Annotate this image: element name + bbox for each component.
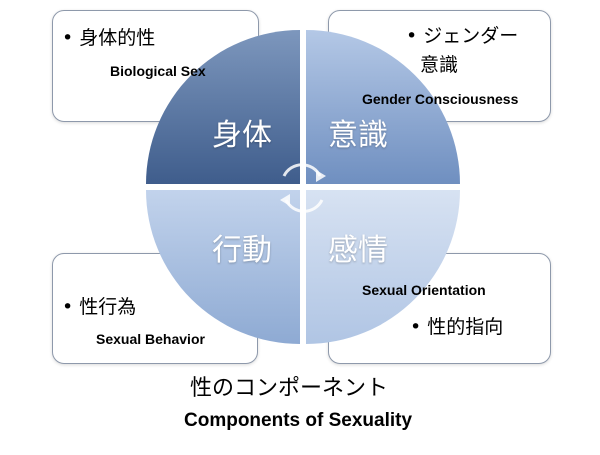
sexual-behavior-jp: • 性行為 [62,296,137,318]
caption-en: Components of Sexuality [184,410,413,431]
sexual-orientation-jp: • 性的指向 [410,316,504,338]
biological-sex-en: Biological Sex [110,63,206,79]
sexual-behavior-en: Sexual Behavior [96,331,205,347]
quadrant-bottom-left [146,190,300,344]
quadrant-top-right [306,30,460,184]
quadrant-bottom-right [306,190,460,344]
gender-consciousness-jp-line2: 意識 [420,54,459,76]
biological-sex-jp: • 身体的性 [62,27,156,49]
quadrant-label-behavior: 行動 [212,233,272,268]
quadrant-label-emotion: 感情 [328,233,388,268]
caption-jp: 性のコンポーネント [190,376,389,401]
gender-consciousness-en: Gender Consciousness [362,91,519,107]
quadrant-label-consciousness: 意識 [328,118,388,153]
quadrant-label-body: 身体 [212,118,272,153]
gender-consciousness-jp-line1: • ジェンダー [406,25,519,47]
sexual-orientation-en: Sexual Orientation [362,282,486,298]
quadrant-top-left [146,30,300,184]
